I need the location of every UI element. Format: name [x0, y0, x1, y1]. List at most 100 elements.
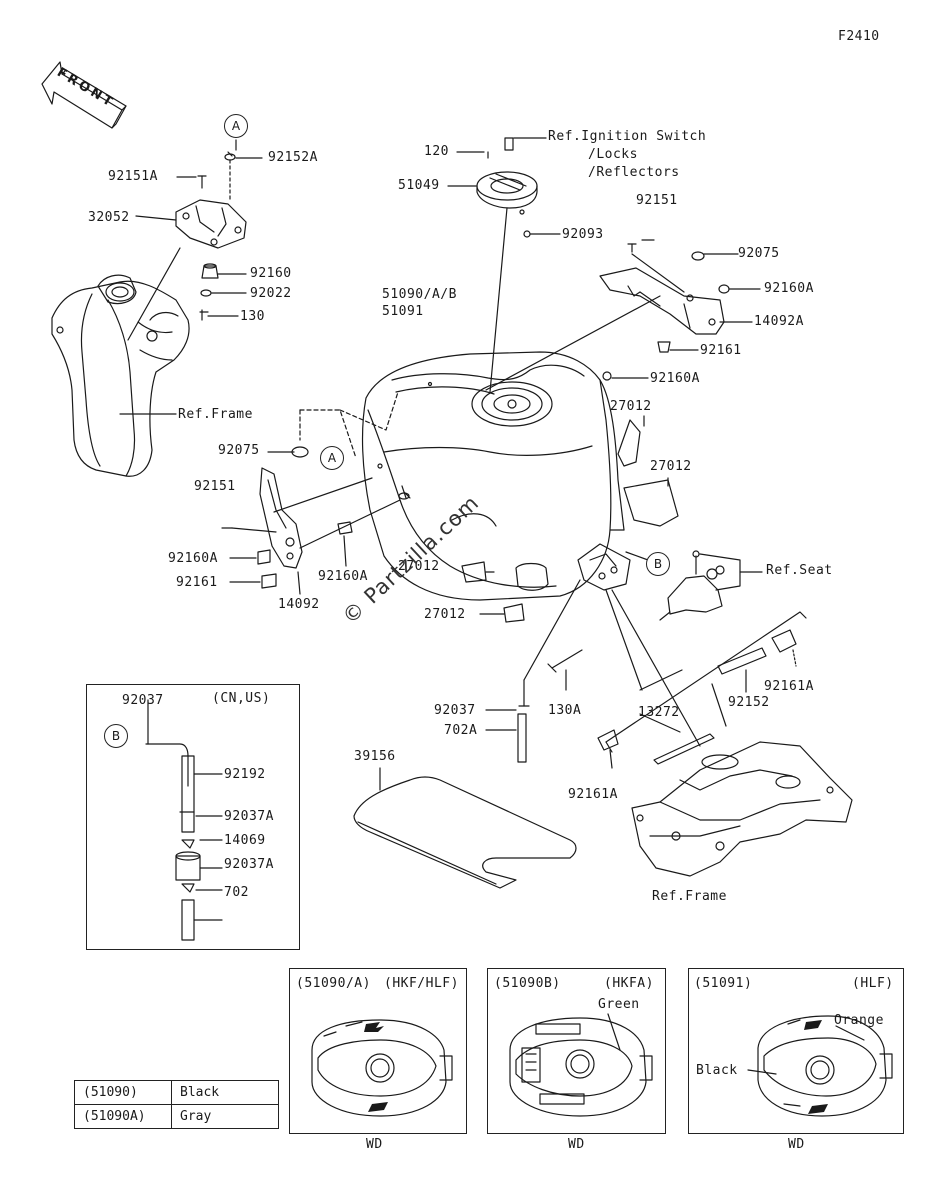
part-label: 27012: [650, 459, 692, 474]
seat-pad-39156: [353, 776, 577, 889]
part-label: 51091: [382, 304, 424, 319]
variant-color-note: Green: [598, 997, 640, 1012]
part-label: 92160A: [318, 569, 368, 584]
variant-color-note: Orange: [834, 1013, 884, 1028]
part-label: 32052: [88, 210, 130, 225]
part-label: 92037: [122, 693, 164, 708]
damper-92160: [201, 265, 219, 279]
variant-box-51090A: [289, 968, 467, 1134]
ref-label: /Reflectors: [588, 165, 680, 180]
part-label: 120: [424, 144, 449, 159]
variant-footer: WD: [568, 1137, 585, 1152]
fuel-cap-51049: [476, 171, 538, 215]
variant-code: (51090/A): [296, 976, 371, 991]
variant-footer: WD: [788, 1137, 805, 1152]
part-label: 130A: [548, 703, 582, 718]
color-table: (51090) Black (51090A) Gray: [74, 1080, 279, 1129]
part-label: 92022: [250, 286, 292, 301]
seal-strip-13272: [653, 733, 715, 765]
frame-front-section: [51, 274, 190, 477]
part-label: 92160A: [168, 551, 218, 566]
color-code: (51090): [74, 1080, 172, 1105]
bracket-14092A: [599, 267, 725, 335]
part-label: 92075: [218, 443, 260, 458]
pad-27012-b: [623, 479, 679, 527]
bracket-32052: [175, 199, 247, 249]
part-label: 702: [224, 885, 249, 900]
variant-box-51091: [688, 968, 904, 1134]
part-label: 702A: [444, 723, 478, 738]
part-label: 92161: [700, 343, 742, 358]
filter-14069: [175, 855, 201, 881]
callout-b-tank: B: [646, 552, 670, 576]
variant-footer: WD: [366, 1137, 383, 1152]
part-label: 51090/A/B: [382, 287, 457, 302]
part-label: 14092: [278, 597, 320, 612]
ref-label: Ref.Seat: [766, 563, 833, 578]
variant-region: (HKFA): [604, 976, 654, 991]
figure-code: F2410: [838, 29, 880, 44]
part-label: 92093: [562, 227, 604, 242]
part-label: 92192: [224, 767, 266, 782]
part-label: 92152A: [268, 150, 318, 165]
variant-tank-51091: [757, 1015, 893, 1117]
variant-code: (51090B): [494, 976, 561, 991]
part-label: 92160A: [650, 371, 700, 386]
part-label: 92075: [738, 246, 780, 261]
part-label: 92152: [728, 695, 770, 710]
part-label: 92151A: [108, 169, 158, 184]
part-label: 92160A: [764, 281, 814, 296]
ref-label: Ref.Frame: [178, 407, 253, 422]
part-label: 92037A: [224, 809, 274, 824]
part-label: 92037A: [224, 857, 274, 872]
part-label: 14069: [224, 833, 266, 848]
part-label: 39156: [354, 749, 396, 764]
hose-702A: [517, 713, 527, 763]
ref-label: Ref.Ignition Switch: [548, 129, 707, 144]
part-label: 27012: [398, 559, 440, 574]
damper-92161A-r: [771, 629, 797, 653]
variant-region: (HKF/HLF): [384, 976, 459, 991]
inset-region-label: (CN,US): [212, 691, 271, 706]
pad-27012-c: [461, 561, 487, 583]
callout-b-inset: B: [104, 724, 128, 748]
part-label: 92161A: [764, 679, 814, 694]
pad-27012-d: [503, 603, 525, 623]
part-label: 92161: [176, 575, 218, 590]
part-label: 92160: [250, 266, 292, 281]
bracket-14092: [259, 467, 303, 569]
part-label: 92161A: [568, 787, 618, 802]
hose-702: [181, 899, 195, 941]
part-label: 27012: [610, 399, 652, 414]
front-arrow-icon: [41, 61, 123, 129]
color-code: (51090A): [74, 1104, 172, 1129]
color-table-row: (51090) Black: [74, 1080, 279, 1105]
variant-color-note: Black: [696, 1063, 738, 1078]
color-name: Black: [171, 1080, 279, 1105]
part-label: 51049: [398, 178, 440, 193]
part-label: 27012: [424, 607, 466, 622]
ref-label: Ref.Frame: [652, 889, 727, 904]
collar-92152: [717, 647, 767, 675]
rear-tank-bracket: [577, 543, 631, 591]
inset-box-cn-us: [86, 684, 300, 950]
variant-region: (HLF): [852, 976, 894, 991]
part-label: 92151: [194, 479, 236, 494]
callout-a-top: A: [224, 114, 248, 138]
callout-a-tank: A: [320, 446, 344, 470]
variant-tank-51090A: [311, 1019, 453, 1117]
pad-27012-a: [617, 419, 641, 467]
variant-tank-51090B: [509, 1017, 653, 1117]
variant-box-51090B: [487, 968, 666, 1134]
part-label: 92151: [636, 193, 678, 208]
part-label: 13272: [638, 705, 680, 720]
washer-92152A: [224, 153, 236, 161]
part-label: 92037: [434, 703, 476, 718]
part-label: 14092A: [754, 314, 804, 329]
color-name: Gray: [171, 1104, 279, 1129]
variant-code: (51091): [694, 976, 753, 991]
color-table-row: (51090A) Gray: [74, 1104, 279, 1129]
seat-lock-bracket: [667, 575, 723, 615]
